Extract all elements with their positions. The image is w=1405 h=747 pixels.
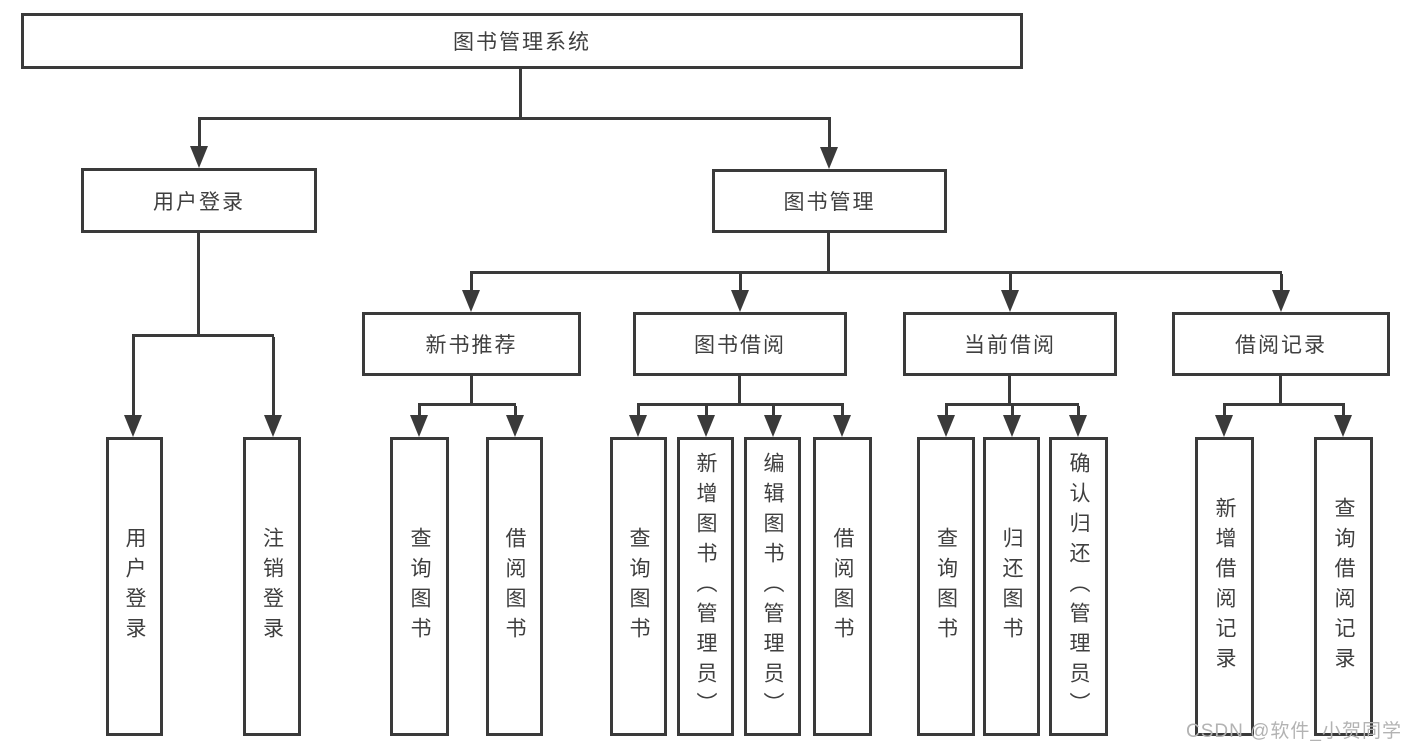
node-query-books-borrowing-label: 查询图书 (627, 526, 650, 647)
arrow-down-icon (124, 337, 142, 437)
node-confirm-return-admin-label: 确认归还（管理员） (1067, 451, 1090, 722)
node-query-books-recommend-label: 查询图书 (408, 526, 431, 647)
arrow-down-icon (410, 406, 428, 437)
node-book-borrowing-label: 图书借阅 (694, 334, 786, 357)
connector-book-borrowing-stem (738, 374, 741, 406)
node-new-book-recommend-label: 新书推荐 (425, 334, 518, 357)
arrow-down-icon (1003, 406, 1021, 437)
arrow-down-icon (833, 406, 851, 437)
arrow-down-icon (764, 406, 782, 437)
node-book-borrowing: 图书借阅 (633, 312, 847, 376)
node-current-borrowing-label: 当前借阅 (964, 334, 1056, 357)
node-library-system: 图书管理系统 (21, 13, 1023, 69)
connector-user-login-stem (197, 231, 200, 337)
connector-root-branch (198, 117, 831, 120)
node-edit-book-admin-label: 编辑图书（管理员） (761, 451, 784, 722)
node-user-login-label: 用户登录 (153, 190, 245, 214)
connector-current-borrowing-branch (945, 403, 1079, 406)
arrow-down-icon (697, 406, 715, 437)
node-query-borrow-record: 查询借阅记录 (1314, 437, 1373, 736)
node-query-books-current-label: 查询图书 (934, 526, 958, 647)
node-return-books-label: 归还图书 (1000, 526, 1023, 647)
node-borrowing-records: 借阅记录 (1172, 312, 1390, 376)
node-add-borrow-record: 新增借阅记录 (1195, 437, 1254, 736)
node-logout: 注销登录 (243, 437, 301, 736)
node-book-management: 图书管理 (712, 169, 947, 233)
node-user-login-leaf-label: 用户登录 (123, 526, 146, 647)
connector-user-login-branch (132, 334, 274, 337)
connector-book-borrowing-branch (637, 403, 844, 406)
connector-new-book-branch (418, 403, 516, 406)
node-new-book-recommend: 新书推荐 (362, 312, 581, 376)
node-query-books-borrowing: 查询图书 (610, 437, 667, 736)
arrow-down-icon (1215, 406, 1233, 437)
node-add-book-admin: 新增图书（管理员） (677, 437, 734, 736)
node-current-borrowing: 当前借阅 (903, 312, 1117, 376)
connector-current-borrowing-stem (1008, 374, 1011, 406)
arrow-down-icon (1001, 274, 1019, 312)
node-confirm-return-admin: 确认归还（管理员） (1049, 437, 1108, 736)
arrow-down-icon (1069, 406, 1087, 437)
node-borrow-books-borrowing: 借阅图书 (813, 437, 872, 736)
arrow-down-icon (1334, 406, 1352, 437)
arrow-down-icon (264, 337, 282, 437)
connector-borrowing-records-branch (1223, 403, 1345, 406)
node-borrow-books-recommend: 借阅图书 (486, 437, 543, 736)
connector-book-management-branch (470, 271, 1282, 274)
node-edit-book-admin: 编辑图书（管理员） (744, 437, 801, 736)
connector-root-stem (519, 67, 522, 119)
arrow-down-icon (820, 119, 838, 169)
arrow-down-icon (506, 406, 524, 437)
node-borrowing-records-label: 借阅记录 (1235, 334, 1327, 357)
node-borrow-books-borrowing-label: 借阅图书 (831, 526, 854, 647)
node-library-system-label: 图书管理系统 (453, 31, 591, 54)
node-query-books-recommend: 查询图书 (390, 437, 449, 736)
node-query-borrow-record-label: 查询借阅记录 (1332, 496, 1355, 677)
arrow-down-icon (190, 119, 208, 168)
node-add-borrow-record-label: 新增借阅记录 (1213, 496, 1236, 677)
arrow-down-icon (937, 406, 955, 437)
node-user-login-leaf: 用户登录 (106, 437, 163, 736)
connector-new-book-stem (470, 374, 473, 406)
node-book-management-label: 图书管理 (783, 191, 876, 214)
connector-book-management-stem (827, 231, 830, 274)
connector-borrowing-records-stem (1279, 374, 1282, 406)
arrow-down-icon (1272, 274, 1290, 312)
node-return-books: 归还图书 (983, 437, 1040, 736)
arrow-down-icon (731, 274, 749, 312)
node-logout-label: 注销登录 (260, 526, 284, 647)
node-borrow-books-recommend-label: 借阅图书 (503, 526, 526, 647)
csdn-watermark: CSDN @软件_小贺同学 (1186, 721, 1402, 742)
node-add-book-admin-label: 新增图书（管理员） (694, 451, 717, 722)
arrow-down-icon (629, 406, 647, 437)
node-query-books-current: 查询图书 (917, 437, 975, 736)
arrow-down-icon (462, 274, 480, 312)
node-user-login: 用户登录 (81, 168, 317, 233)
